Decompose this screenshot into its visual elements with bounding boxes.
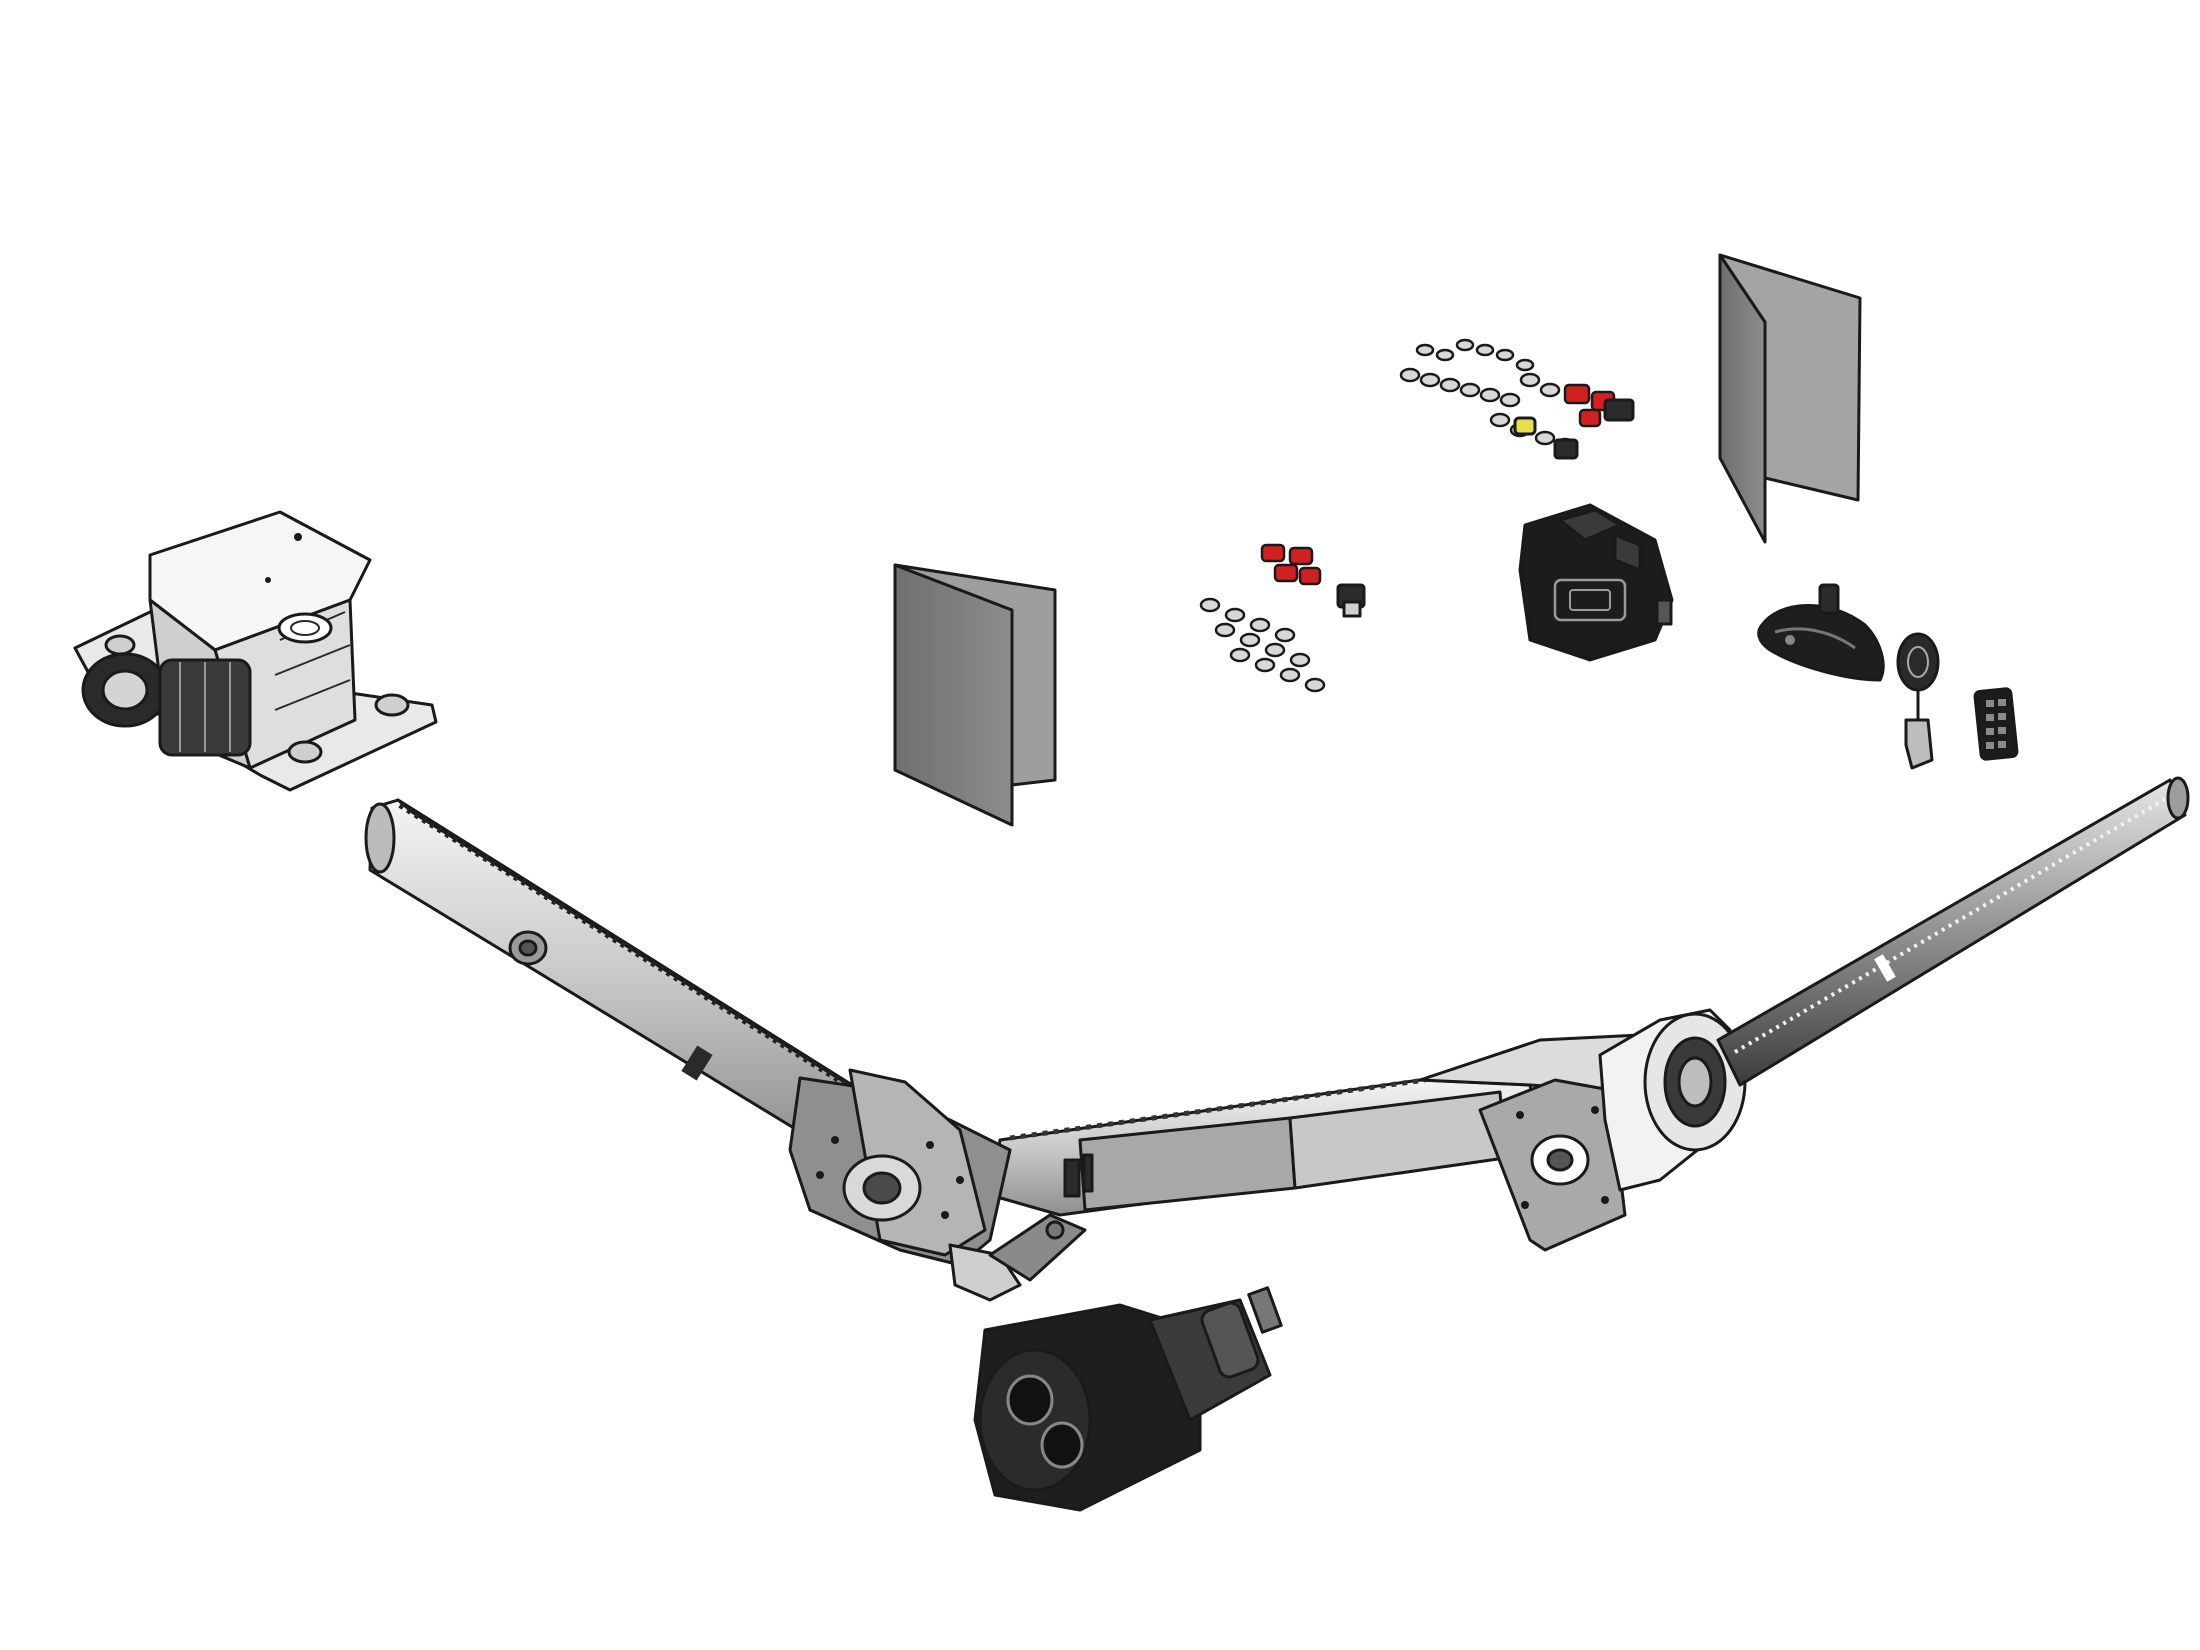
fastener-kit-small bbox=[1199, 543, 1366, 693]
winch-motor-housing bbox=[73, 510, 438, 792]
drive-motor bbox=[973, 1286, 1283, 1512]
left-rack-arm bbox=[364, 798, 872, 1152]
control-box bbox=[1518, 503, 1674, 662]
center-arm-beam bbox=[988, 1033, 1642, 1217]
rotary-joint-housing bbox=[1478, 1008, 1747, 1252]
central-hinge-joint bbox=[788, 1068, 1087, 1302]
key-fob bbox=[1896, 632, 1940, 770]
fastener-kit-large bbox=[1399, 338, 1635, 460]
keypad bbox=[1973, 687, 2019, 761]
right-drive-shaft bbox=[1716, 776, 2190, 1087]
instruction-booklet-right bbox=[1718, 253, 1862, 544]
instruction-booklet-left bbox=[893, 563, 1057, 827]
mouse-remote bbox=[1757, 583, 1885, 682]
